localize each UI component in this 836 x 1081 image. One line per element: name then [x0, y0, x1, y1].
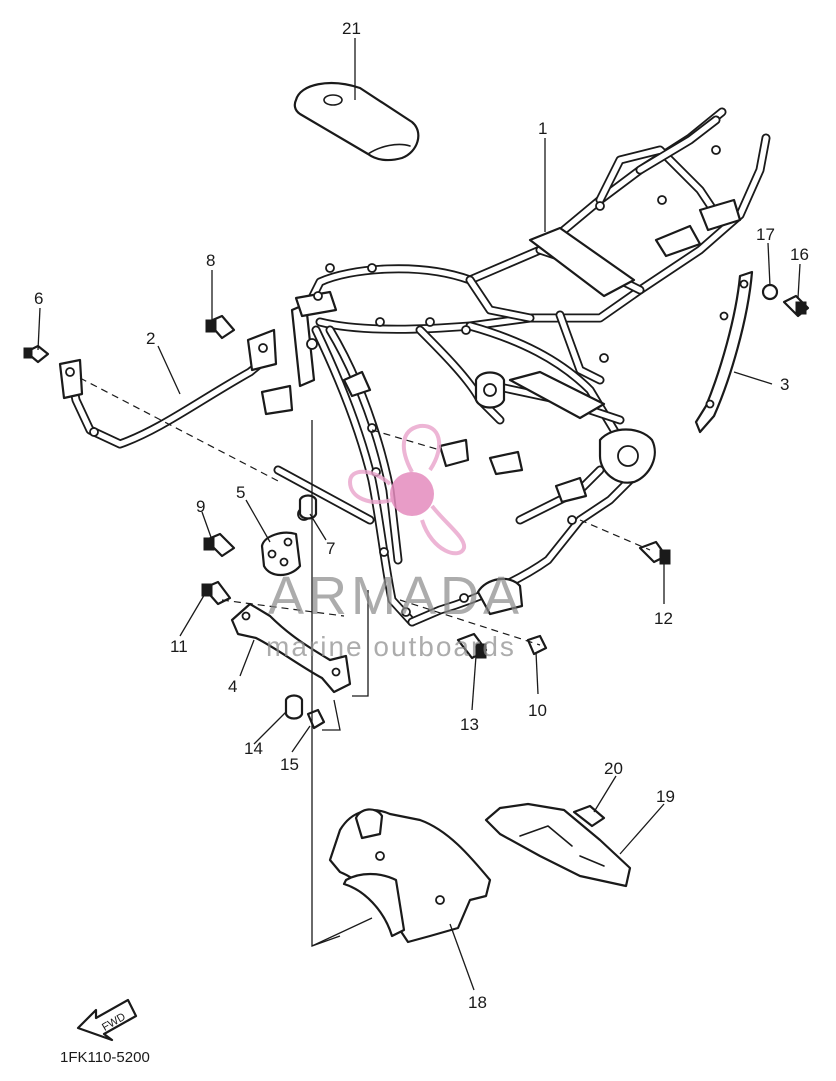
- callout-labels: 21 1 17 16 8 6 2 3 5 9 7 11 12 4 13 10 1…: [34, 19, 809, 1012]
- callout-10: 10: [528, 701, 547, 720]
- callout-4: 4: [228, 677, 237, 696]
- part-15-nut: [306, 708, 326, 730]
- leader-lines: [37, 38, 801, 991]
- callout-6: 6: [34, 289, 43, 308]
- part-20-fastener: [572, 804, 606, 828]
- part-19-skid-plate: [484, 802, 632, 888]
- callout-5: 5: [236, 483, 245, 502]
- callout-21: 21: [342, 19, 361, 38]
- fwd-arrow: FWD: [76, 998, 138, 1042]
- callout-9: 9: [196, 497, 205, 516]
- callout-19: 19: [656, 787, 675, 806]
- watermark-logo-icon: [347, 423, 467, 556]
- watermark-tagline: marine outboards: [266, 631, 516, 662]
- callout-13: 13: [460, 715, 479, 734]
- part-10-nut: [526, 634, 548, 656]
- assembly-lines: [79, 377, 651, 948]
- diagram-code: 1FK110-5200: [60, 1049, 150, 1066]
- part-21-seat-pad: [293, 82, 420, 162]
- callout-15: 15: [280, 755, 299, 774]
- part-9-bolt: [203, 532, 236, 558]
- part-16-bolt: [782, 294, 810, 318]
- callout-20: 20: [604, 759, 623, 778]
- callout-8: 8: [206, 251, 215, 270]
- callout-11: 11: [170, 637, 188, 656]
- watermark: ARMADA marine outboards: [266, 423, 523, 662]
- callout-16: 16: [790, 245, 809, 264]
- part-8-bolt: [205, 314, 236, 340]
- watermark-brand: ARMADA: [268, 566, 523, 626]
- part-17-washer: [761, 283, 779, 301]
- part-6-bolt: [23, 344, 50, 364]
- part-13-bolt: [456, 632, 488, 660]
- callout-18: 18: [468, 993, 487, 1012]
- callout-17: 17: [756, 225, 775, 244]
- part-4-lower-bracket: [230, 602, 352, 694]
- callout-14: 14: [244, 739, 263, 758]
- part-18-lower-cover: [328, 808, 492, 944]
- callout-2: 2: [146, 329, 155, 348]
- part-7-collar: [298, 494, 318, 520]
- part-2-engine-bracket: [58, 328, 278, 449]
- callout-3: 3: [780, 375, 789, 394]
- part-5-bracket-plate: [260, 531, 302, 577]
- callout-12: 12: [654, 609, 673, 628]
- callout-1: 1: [538, 119, 547, 138]
- part-1-main-frame: [260, 107, 771, 627]
- callout-7: 7: [326, 539, 335, 558]
- part-11-bolt: [201, 580, 232, 606]
- part-3-rear-stay: [694, 270, 754, 434]
- part-14-collar: [284, 694, 304, 720]
- part-12-bolt: [638, 540, 671, 565]
